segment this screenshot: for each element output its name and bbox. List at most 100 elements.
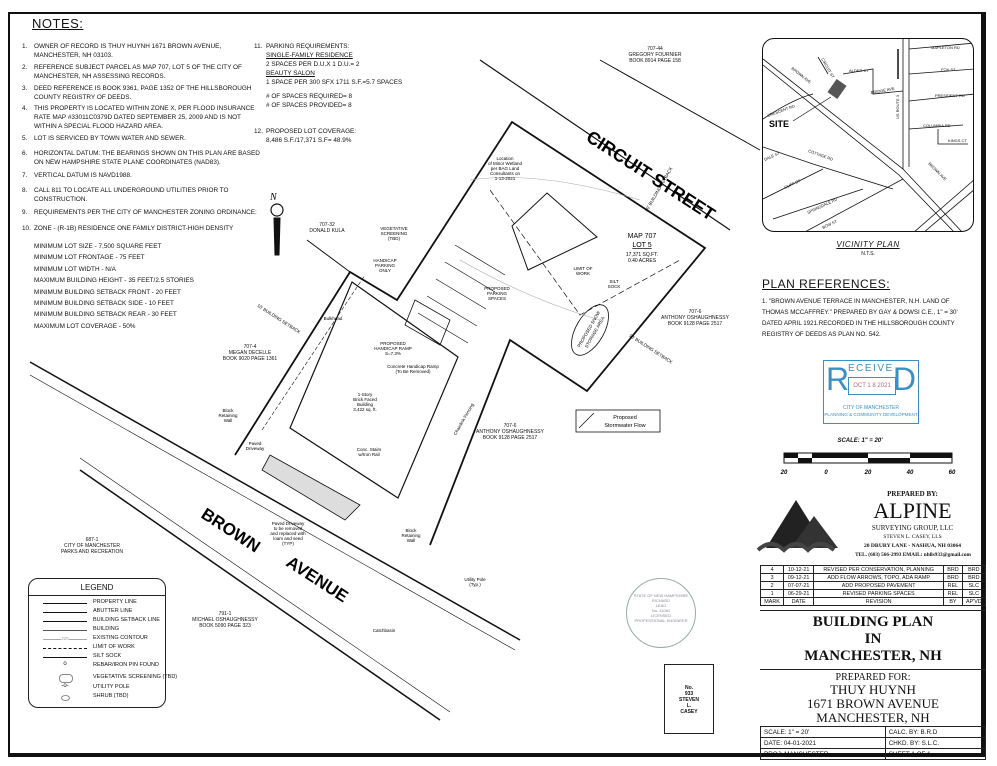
shrub-icon: [61, 695, 70, 701]
legend-label: BUILDING SETBACK LINE: [93, 617, 160, 623]
stamp-line1: CITY OF MANCHESTER: [842, 405, 900, 411]
north-arrow-icon: [270, 203, 284, 217]
legend-label: EXISTING CONTOUR: [93, 635, 148, 641]
note-number: 11.: [254, 43, 263, 50]
abutter-id: 687-1: [86, 537, 99, 543]
parking-salon-value: 1 space per 300 SFx 1711 S.F.=5.7 spaces: [266, 79, 403, 86]
block-wall-label: Retaining: [218, 413, 238, 418]
setback-line: [261, 274, 366, 431]
rev-mark: 3: [759, 573, 785, 582]
lot-map: MAP 707: [628, 233, 657, 240]
rev-desc: REVISED PER CONSERVATION, PLANNING: [813, 565, 945, 574]
abutter-name: MICHAEL OSHAUGHNESSY: [192, 617, 258, 623]
scale-bar: 20 0 20 40 60: [780, 452, 956, 476]
street-label: BROWN AVE: [927, 161, 948, 182]
abutter-name: ANTHONY OSHAUGHNESSY: [661, 315, 730, 321]
note-text: Vertical datum is NAVD1988.: [34, 172, 132, 179]
stairs-label: Conc. Stairs: [357, 447, 382, 452]
abutter-line-symbol: [43, 612, 87, 613]
vicinity-map-roads: MAPLETON RD FOX ST PRESIDENT RD COLUMBIA…: [763, 39, 973, 231]
abutter-name: GREGORY FOURNIER: [629, 52, 682, 58]
abutter-name: ANTHONY OSHAUGHNESSY: [476, 429, 545, 435]
scale-tick: 60: [949, 470, 956, 476]
building-label: 3,422 sq. ft.: [353, 407, 377, 412]
flow-arrow-icon: [578, 412, 595, 429]
paved-driveway-label: Driveway: [246, 446, 265, 451]
scale-tick: 40: [906, 470, 914, 476]
block-wall-label: Wall: [407, 538, 416, 543]
note-item: 1.Owner of record is Thuy Huynh 1671 Bro…: [22, 42, 264, 60]
utility-pole-label: (Typ.): [469, 582, 481, 587]
block-wall-label: Wall: [224, 418, 233, 423]
note-number: 1.: [22, 43, 28, 50]
brown-ave-row-line: [79, 469, 441, 721]
rev-by: BRD: [943, 565, 963, 574]
building-label: Brick Faced: [353, 397, 377, 402]
drawing-title-line: IN: [864, 631, 882, 647]
legend-label: ABUTTER LINE: [93, 608, 133, 614]
north-arrow-icon: [273, 217, 281, 256]
note-number: 5.: [22, 135, 28, 142]
wetland-label: per BAG Land: [491, 166, 520, 171]
abutter-name: MEGAN DECELLE: [229, 350, 272, 356]
driveway-removed-label: loam and seed: [273, 536, 303, 541]
limit-of-work-label: WORK: [576, 271, 590, 276]
note-number: 8.: [22, 187, 28, 194]
notes-title: NOTES:: [32, 16, 84, 31]
street-label: CRESCENT RD: [767, 103, 796, 118]
info-date: DATE: 04-01-2021: [760, 737, 886, 749]
abutter-id: 707-6: [689, 309, 702, 315]
street-label: CLIFF ST: [783, 178, 801, 190]
wetland-label: 1-13-2021: [495, 176, 516, 181]
block-wall-label: Block: [222, 408, 234, 413]
surveyor-seal: No. 933 STEVEN L. CASEY: [664, 664, 714, 734]
stormwater-label: Proposed: [613, 415, 637, 421]
seal-text: RICHARD: [651, 598, 671, 603]
existing-contour: [459, 259, 601, 321]
zoning-item: Maximum lot coverage - 50%: [34, 322, 136, 330]
circuit-st-line: [599, 59, 761, 151]
zoning-item: Minimum lot size - 7,500 square feet: [34, 243, 162, 250]
legend-item: LIMIT OF WORK: [29, 644, 167, 653]
concrete-ramp-label: Concrete Handicap Ramp: [387, 364, 439, 369]
catchbasin-label: Catchbasin: [373, 628, 396, 633]
abutter-book: BOOK 9128 PAGE 2517: [668, 321, 723, 327]
note-item: 10.Zone - (R-1B) Residence one family di…: [22, 224, 264, 233]
rev-header: DATE: [783, 597, 815, 606]
parking-note: 11. Parking requirements: Single-family …: [254, 42, 436, 110]
note-number: 7.: [22, 172, 28, 179]
stormwater-label: Stormwater Flow: [604, 423, 645, 429]
stamp-line2: PLANNING & COMMUNITY DEVELOPMENT: [824, 412, 918, 417]
setback-line-symbol: [43, 621, 87, 622]
rev-date: 07-07-21: [783, 581, 815, 590]
site-label: SITE: [769, 119, 789, 129]
abutter-id: 791-1: [219, 611, 232, 617]
street-label: MAPLETON RD: [931, 45, 960, 50]
seal-text: CASEY: [680, 709, 698, 715]
abutter-id: 707-6: [504, 423, 517, 429]
coverage-note: 12. Proposed lot coverage: 8,486 S.F./17…: [254, 127, 436, 145]
rev-mark: 2: [759, 581, 785, 590]
contour-sample: 220: [61, 636, 69, 641]
legend-item: PROPERTY LINE: [29, 599, 167, 608]
parking-required: # of spaces required= 8: [266, 93, 353, 100]
setback-label: 10' BUILDING SETBACK: [628, 333, 673, 365]
coverage-value: 8,486 S.F./17,371 S.F= 48.9%: [266, 137, 352, 144]
wetland-label: of Minor Wetland: [488, 161, 522, 166]
zoning-list: Minimum lot size - 7,500 square feet Min…: [34, 241, 264, 332]
abutter-id: 707-44: [647, 46, 663, 52]
seal-text: No. 11081: [651, 608, 671, 613]
note-number: 6.: [22, 150, 28, 157]
driveway-removed-label: and replaced with: [270, 531, 306, 536]
silt-sock-label: SILT: [609, 279, 618, 284]
street-label: DALE ST: [763, 150, 781, 162]
stamp-d: D: [892, 361, 916, 397]
rebar-pin-icon: o: [63, 661, 67, 667]
street-label: ALDER CT: [849, 68, 869, 73]
contour-symbol: 220: [43, 636, 87, 646]
rev-mark: 4: [759, 565, 785, 574]
rev-apvd: SLC: [961, 589, 987, 598]
silt-sock-symbol: [43, 657, 87, 658]
